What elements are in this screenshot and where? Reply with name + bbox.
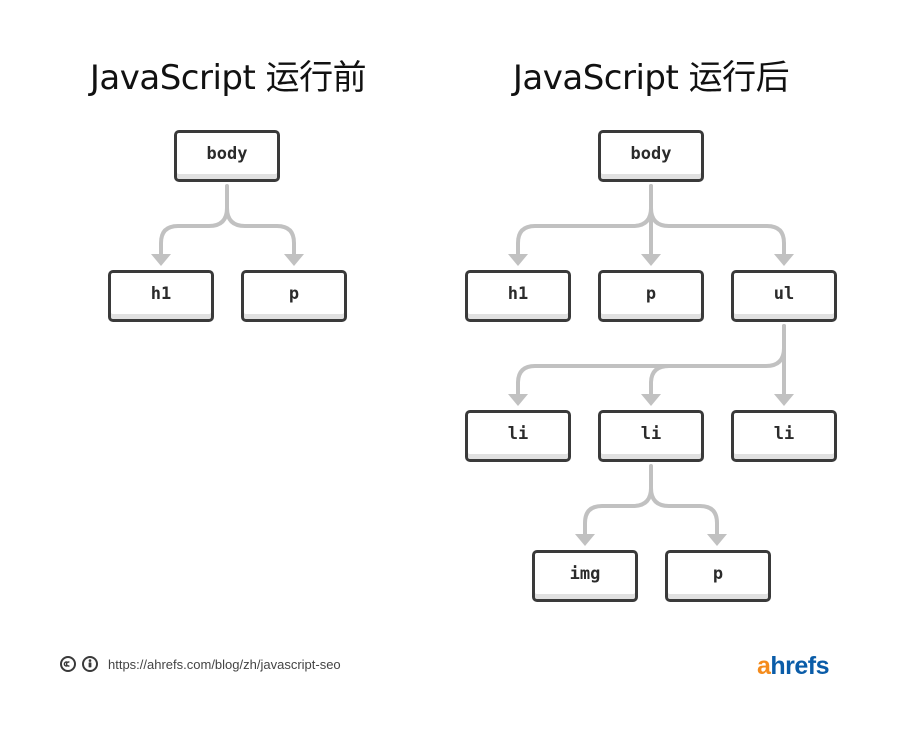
title-before-js: JavaScript 运行前	[89, 58, 367, 98]
connector-li-img	[583, 464, 653, 538]
connector-group-before	[151, 184, 304, 266]
arrowhead-img	[575, 534, 595, 546]
arrowhead-li-3	[774, 394, 794, 406]
node-body-before: body	[174, 130, 280, 182]
node-li-2: li	[598, 410, 704, 462]
node-p-before: p	[241, 270, 347, 322]
source-url-link[interactable]: https://ahrefs.com/blog/zh/javascript-se…	[108, 656, 341, 672]
arrowhead-li-1	[508, 394, 528, 406]
arrowhead-h1-after	[508, 254, 528, 266]
connector-body-p	[225, 206, 296, 258]
node-h1-after: h1	[465, 270, 571, 322]
logo-accent-letter: a	[757, 652, 771, 680]
node-img: img	[532, 550, 638, 602]
title-after-js: JavaScript 运行后	[512, 58, 790, 98]
connector-body-h1-after	[516, 184, 653, 258]
arrowhead-li-2	[641, 394, 661, 406]
node-p-after: p	[598, 270, 704, 322]
logo-wordmark: hrefs	[770, 652, 830, 680]
tree-connectors	[151, 184, 794, 546]
node-li-3: li	[731, 410, 837, 462]
node-p-2: p	[665, 550, 771, 602]
connector-li-p	[649, 486, 719, 538]
arrowhead-h1	[151, 254, 171, 266]
node-body-after: body	[598, 130, 704, 182]
node-h1-before: h1	[108, 270, 214, 322]
node-li-1: li	[465, 410, 571, 462]
connector-ul-li-2	[649, 364, 671, 398]
ahrefs-logo: ahrefs	[757, 652, 830, 680]
arrowhead-ul	[774, 254, 794, 266]
creative-commons-icon	[60, 656, 76, 672]
connector-body-h1	[159, 184, 229, 258]
footer-attribution: https://ahrefs.com/blog/zh/javascript-se…	[60, 656, 341, 672]
arrowhead-p-2	[707, 534, 727, 546]
arrowhead-p	[284, 254, 304, 266]
attribution-icon	[82, 656, 98, 672]
connector-group-after	[508, 184, 794, 546]
node-ul: ul	[731, 270, 837, 322]
connector-body-ul	[649, 206, 786, 258]
arrowhead-p-after	[641, 254, 661, 266]
